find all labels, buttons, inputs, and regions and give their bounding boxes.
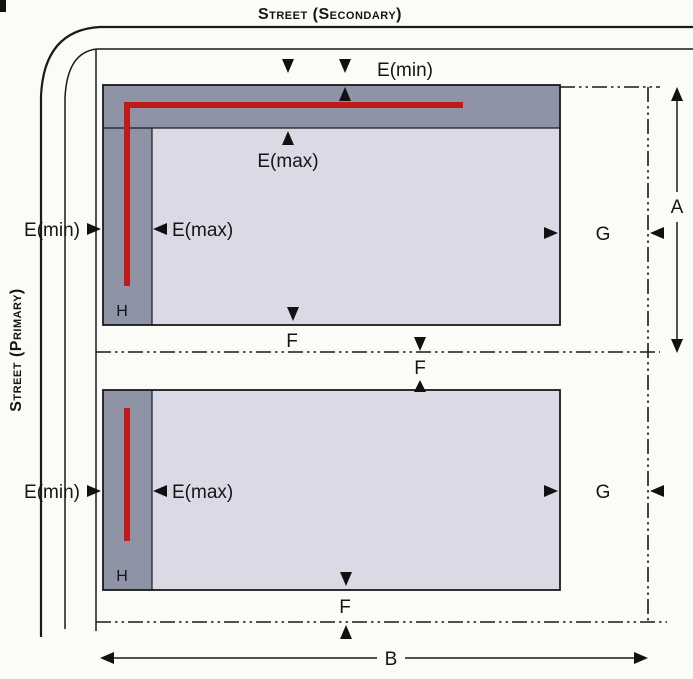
label-g-lower: G: [596, 482, 611, 503]
b-arrow-left-icon: [100, 652, 114, 664]
scan-artifact: [0, 0, 6, 12]
dimension-e-left-lower: E(min) E(max): [24, 482, 233, 503]
f-middle-arrow-down-icon: [414, 337, 426, 351]
street-corner-inner-curve: [64, 48, 98, 99]
e-max-top-arrow-up-icon: [282, 131, 294, 145]
dimension-f-middle: F: [414, 337, 426, 392]
dimension-e-left-upper: E(min) E(max): [24, 220, 233, 241]
a-arrow-up-icon: [671, 87, 683, 101]
label-g-upper: G: [596, 224, 611, 245]
e-max-left-upper-arrow-left-icon: [153, 223, 167, 235]
e-min-left-lower-arrow-right-icon: [87, 485, 101, 497]
a-arrow-down-icon: [671, 339, 683, 353]
label-e-max-left-upper: E(max): [172, 220, 233, 241]
upper-parcel-frontage-build-line: [124, 102, 463, 286]
label-e-max-left-lower: E(max): [172, 482, 233, 503]
lower-parcel-outline: [102, 389, 561, 591]
f-bottom-arrow-down-icon: [340, 572, 352, 586]
label-e-min-left-lower: E(min): [24, 482, 80, 503]
f-middle-arrow-up-icon: [414, 380, 426, 392]
label-f-upper: F: [286, 331, 298, 352]
label-b: B: [385, 649, 398, 670]
street-primary-label: Street (Primary): [8, 288, 25, 411]
dimension-b: B: [100, 649, 648, 670]
lower-parcel-body: [103, 390, 560, 590]
g-upper-arrow-left-icon: [650, 227, 664, 239]
g-lower-arrow-right-icon: [544, 485, 558, 497]
dimension-f-bottom: F: [339, 572, 352, 639]
g-upper-arrow-right-icon: [544, 227, 558, 239]
dimension-f-upper: F: [286, 307, 299, 352]
dimension-a: A: [671, 87, 684, 353]
dimension-g-lower: G: [544, 482, 664, 503]
label-h-lower: H: [116, 568, 128, 585]
f-upper-arrow-down-icon: [287, 307, 299, 321]
e-min-top-arrow-down2-icon: [339, 59, 351, 73]
g-lower-arrow-left-icon: [650, 485, 664, 497]
street-corner-outer-curve: [39, 25, 101, 97]
upper-parcel-outline: [102, 84, 561, 326]
e-min-top-arrow-down-icon: [282, 59, 294, 73]
dimension-g-upper: G: [544, 224, 664, 245]
e-max-left-lower-arrow-left-icon: [153, 485, 167, 497]
label-a: A: [671, 197, 684, 218]
label-e-min-left-upper: E(min): [24, 220, 80, 241]
label-e-max-top: E(max): [257, 151, 318, 172]
label-f-middle: F: [414, 358, 426, 379]
b-arrow-right-icon: [634, 652, 648, 664]
street-primary-lines: [39, 96, 66, 637]
street-corner-curves: [39, 25, 101, 99]
label-f-bottom: F: [339, 597, 351, 618]
label-h-upper: H: [116, 303, 128, 320]
label-e-min-top: E(min): [377, 60, 433, 81]
dimension-e-top: E(min) E(max): [257, 59, 433, 172]
f-bottom-arrow-up-icon: [340, 625, 352, 639]
street-secondary-lines: [97, 25, 693, 50]
e-min-top-arrow-up-icon: [339, 87, 351, 101]
upper-parcel-band-divider-lines: [103, 127, 560, 325]
e-min-left-upper-arrow-right-icon: [87, 223, 101, 235]
street-secondary-label: Street (Secondary): [258, 6, 402, 23]
